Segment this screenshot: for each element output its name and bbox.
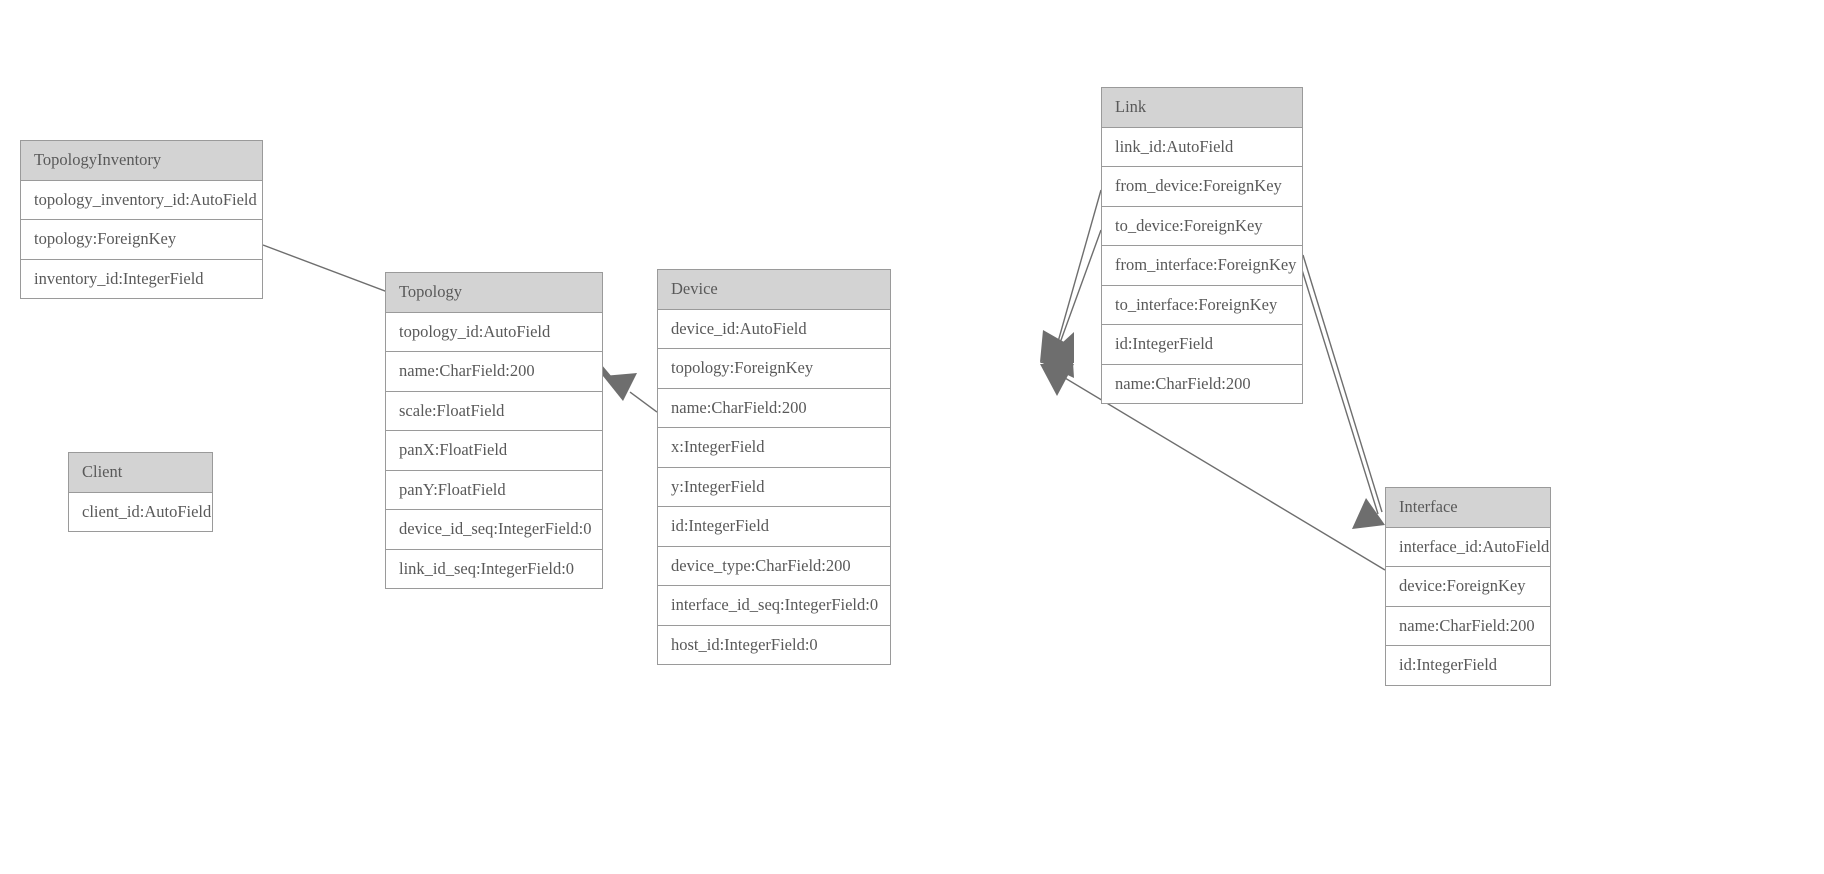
field-row: id:IntegerField <box>1399 655 1498 674</box>
edge-device-topology <box>603 373 658 413</box>
edge-link-from-device <box>1040 189 1102 378</box>
entity-title-interface: Interface <box>1386 488 1550 528</box>
entity-title-device: Device <box>658 270 890 310</box>
field-row: panX:FloatField <box>386 431 602 471</box>
field-row: device_type:CharField:200 <box>658 547 890 586</box>
entity-fields-topology: topology_id:AutoField name:CharField:200… <box>386 313 602 589</box>
field-row: id:IntegerField <box>658 507 890 547</box>
entity-link[interactable]: Link link_id:AutoField from_device:Forei… <box>1101 87 1303 404</box>
field-row: y:IntegerField <box>658 468 890 507</box>
field-row: inventory_id:IntegerField <box>34 268 204 288</box>
entity-device[interactable]: Device device_id:AutoField topology:Fore… <box>657 269 891 665</box>
field-row: interface_id_seq:IntegerField:0 <box>658 586 890 626</box>
entity-title-topology: Topology <box>386 273 602 313</box>
field-row: name:CharField:200 <box>658 389 890 428</box>
field-row: name:CharField:200 <box>386 352 602 392</box>
entity-topology-inventory[interactable]: TopologyInventory topology_inventory_id:… <box>20 140 263 299</box>
entity-client[interactable]: Client client_id:AutoField <box>68 452 213 532</box>
field-row: x:IntegerField <box>658 428 890 468</box>
field-row: device:ForeignKey <box>1386 567 1550 607</box>
field-row: device_id:AutoField <box>658 310 890 349</box>
entity-interface[interactable]: Interface interface_id:AutoField device:… <box>1385 487 1551 686</box>
field-row: id:IntegerField <box>1102 325 1302 365</box>
entity-fields-topology-inventory: topology_inventory_id:AutoField topology… <box>21 181 262 299</box>
field-row: device_id_seq:IntegerField:0 <box>386 510 602 550</box>
field-row: client_id:AutoField <box>82 501 212 521</box>
field-row: host_id:IntegerField:0 <box>671 634 818 654</box>
field-row: topology_id:AutoField <box>386 313 602 352</box>
edge-link-from-interface <box>1302 254 1383 513</box>
field-row: name:CharField:200 <box>1115 373 1251 393</box>
field-row: topology_inventory_id:AutoField <box>21 181 262 220</box>
field-row: interface_id:AutoField <box>1386 528 1550 567</box>
arrowhead-cluster-device-right <box>1040 332 1074 396</box>
entity-fields-device: device_id:AutoField topology:ForeignKey … <box>658 310 890 665</box>
edge-interface-device <box>1059 374 1386 571</box>
entity-fields-link: link_id:AutoField from_device:ForeignKey… <box>1102 128 1302 404</box>
field-row: name:CharField:200 <box>1386 607 1550 646</box>
edge-link-to-interface <box>1297 256 1385 529</box>
entity-title-topology-inventory: TopologyInventory <box>21 141 262 181</box>
field-row: to_device:ForeignKey <box>1102 207 1302 246</box>
field-row: link_id_seq:IntegerField:0 <box>399 558 575 578</box>
field-row: link_id:AutoField <box>1102 128 1302 167</box>
field-row: topology:ForeignKey <box>658 349 890 389</box>
entity-title-link: Link <box>1102 88 1302 128</box>
field-row: to_interface:ForeignKey <box>1102 286 1302 325</box>
entity-fields-client: client_id:AutoField <box>69 493 212 532</box>
edge-link-to-device <box>1040 229 1102 366</box>
field-row: panY:FloatField <box>386 471 602 510</box>
field-row: from_interface:ForeignKey <box>1102 246 1302 286</box>
entity-topology[interactable]: Topology topology_id:AutoField name:Char… <box>385 272 603 589</box>
field-row: from_device:ForeignKey <box>1102 167 1302 207</box>
field-row: topology:ForeignKey <box>21 220 262 260</box>
entity-title-client: Client <box>69 453 212 493</box>
field-row: scale:FloatField <box>386 392 602 431</box>
entity-fields-interface: interface_id:AutoField device:ForeignKey… <box>1386 528 1550 685</box>
